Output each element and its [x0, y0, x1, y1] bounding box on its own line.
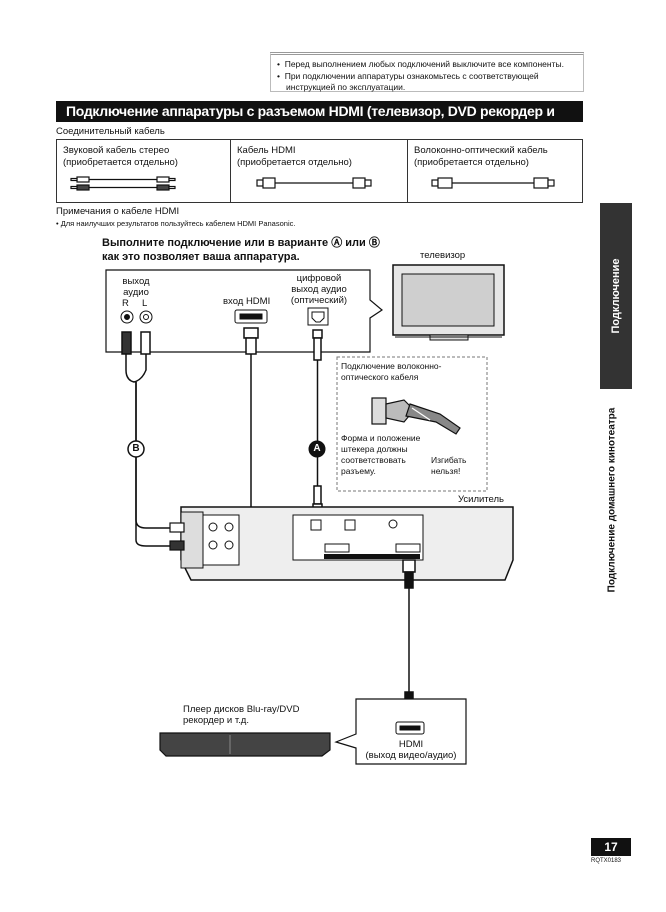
- amplifier-label: Усилитель: [458, 494, 505, 505]
- hdmi-in-label: вход HDMI: [223, 296, 271, 307]
- optical-detail-line-2: оптического кабеля: [341, 372, 419, 382]
- bend-warning-line-1: Изгибать: [431, 455, 467, 465]
- section-title-banner: Подключение аппаратуры с разъемом HDMI (…: [56, 101, 583, 140]
- optical-shape-note: Форма и положение штекера должны соответ…: [341, 433, 420, 477]
- optical-note-line-4: разъему.: [341, 466, 376, 476]
- optical-plug-detail-icon: [371, 397, 461, 435]
- optical-detail-title: Подключение волоконно- оптического кабел…: [341, 361, 442, 383]
- cable-stereo-cell: Звуковой кабель стерео (приобретается от…: [57, 140, 230, 202]
- audio-out-line-1: выход: [122, 276, 150, 287]
- cable-optical-name: Волоконно-оптический кабель: [414, 145, 548, 156]
- bend-warning-line-2: нельзя!: [431, 466, 461, 476]
- cable-stereo-name: Звуковой кабель стерео: [63, 145, 170, 156]
- audio-out-label: выход аудио: [112, 276, 160, 298]
- marker-a-label: A: [313, 443, 321, 454]
- note-line-2: • При подключении аппаратуры ознакомьтес…: [277, 70, 539, 81]
- instruction-text: Выполните подключение или в варианте Ⓐ и…: [102, 236, 380, 264]
- hdmi-notes-title: Примечания о кабеле HDMI: [56, 206, 180, 217]
- tv-icon: [392, 264, 505, 341]
- audio-r-label: R: [122, 298, 129, 309]
- audio-out-line-2: аудио: [123, 287, 149, 298]
- note-line-1: • Перед выполнением любых подключений вы…: [277, 59, 564, 69]
- player-label-line-2: рекордер и т.д.: [183, 715, 249, 726]
- player-hdmi-port-icon: [395, 721, 425, 735]
- stereo-cable-path: [121, 331, 170, 547]
- optical-note-line-2: штекера должны: [341, 444, 408, 454]
- tv-hdmi-port-icon: [234, 309, 268, 324]
- player-label: Плеер дисков Blu-ray/DVD рекордер и т.д.: [183, 704, 299, 726]
- hdmi-cable-player-path: [402, 559, 416, 719]
- stereo-cable-icon: [70, 176, 176, 191]
- digital-out-label: цифровой выход аудио (оптический): [284, 273, 354, 306]
- optical-note-line-3: соответствовать: [341, 455, 406, 465]
- marker-b-circle: [127, 440, 145, 458]
- tv-optical-port-icon: [307, 307, 329, 326]
- optical-note-line-1: Форма и положение: [341, 433, 421, 443]
- digital-out-line-2: выход аудио: [291, 284, 347, 295]
- page-number: 17: [591, 838, 631, 856]
- player-hdmi-line-1: HDMI: [398, 739, 424, 750]
- bend-warning: Изгибать нельзя!: [431, 455, 466, 477]
- player-label-line-1: Плеер дисков Blu-ray/DVD: [183, 704, 300, 715]
- audio-l-label: L: [142, 298, 148, 309]
- note-line-3: инструкцией по эксплуатации.: [286, 82, 406, 92]
- optical-detail-box: [336, 356, 488, 492]
- cable-hdmi-note: (приобретается отдельно): [237, 157, 352, 168]
- digital-out-line-1: цифровой: [296, 273, 342, 284]
- precaution-notes: • Перед выполнением любых подключений вы…: [270, 52, 584, 92]
- optical-cable-icon: [431, 177, 555, 189]
- model-code: RQTX0183: [591, 858, 622, 864]
- optical-detail-line-1: Подключение волоконно-: [341, 361, 442, 371]
- hdmi-notes-item: • Для наилучших результатов пользуйтесь …: [56, 219, 296, 228]
- digital-out-line-3: (оптический): [290, 295, 348, 306]
- cable-table: Звуковой кабель стерео (приобретается от…: [56, 139, 583, 203]
- cable-stereo-note: (приобретается отдельно): [63, 157, 178, 168]
- amplifier-icon: [180, 506, 514, 581]
- player-hdmi-line-2: (выход видео/аудио): [365, 750, 457, 761]
- player-hdmi-out-label: HDMI (выход видео/аудио): [356, 739, 466, 761]
- cable-hdmi-name: Кабель HDMI: [237, 145, 296, 156]
- cable-section-title: Соединительный кабель: [56, 126, 165, 137]
- section-side-tab: Подключение: [600, 203, 632, 389]
- tv-label: телевизор: [420, 250, 466, 261]
- tv-audio-jacks-icon: [120, 310, 153, 324]
- optical-cable-path: [312, 329, 323, 513]
- marker-b-label: B: [132, 443, 140, 454]
- marker-a-circle: [308, 440, 326, 458]
- cable-optical-cell: Волоконно-оптический кабель (приобретает…: [407, 140, 582, 202]
- hdmi-cable-icon: [256, 177, 372, 189]
- instruction-line-1: Выполните подключение или в варианте Ⓐ и…: [102, 237, 380, 249]
- cable-hdmi-cell: Кабель HDMI (приобретается отдельно): [230, 140, 407, 202]
- cable-optical-note: (приобретается отдельно): [414, 157, 529, 168]
- instruction-line-2: как это позволяет ваша аппаратура.: [102, 251, 300, 263]
- bluray-player-icon: [159, 732, 331, 757]
